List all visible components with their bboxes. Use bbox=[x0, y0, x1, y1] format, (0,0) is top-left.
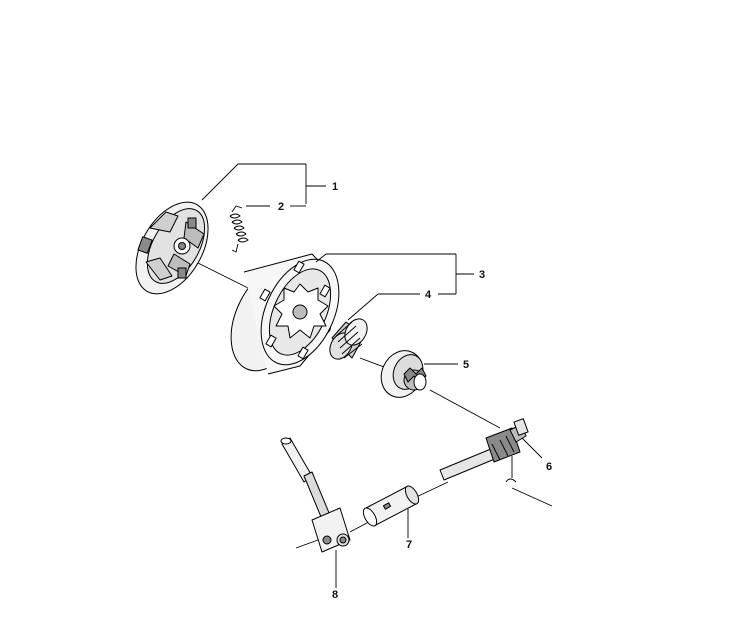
callout-5: 5 bbox=[463, 359, 469, 371]
clutch-shoe-assembly-icon bbox=[135, 201, 209, 295]
needle-bearing-icon bbox=[329, 318, 368, 360]
brake-lever-icon bbox=[280, 437, 351, 588]
callout-7: 7 bbox=[406, 539, 412, 551]
callout-8: 8 bbox=[332, 589, 338, 601]
callout-3: 3 bbox=[479, 269, 485, 281]
oil-pump-drive-icon bbox=[380, 350, 427, 398]
leader-lines bbox=[201, 163, 543, 538]
callout-1: 1 bbox=[332, 181, 338, 193]
callout-6: 6 bbox=[546, 461, 552, 473]
callout-labels: 1 2 3 4 5 6 7 8 bbox=[278, 181, 552, 601]
callout-4: 4 bbox=[425, 289, 432, 301]
clutch-spring-icon bbox=[229, 205, 249, 253]
clutch-drum-icon bbox=[230, 253, 340, 375]
callout-2: 2 bbox=[278, 201, 284, 213]
sleeve-icon bbox=[362, 485, 420, 527]
crankshaft-icon bbox=[439, 418, 529, 483]
